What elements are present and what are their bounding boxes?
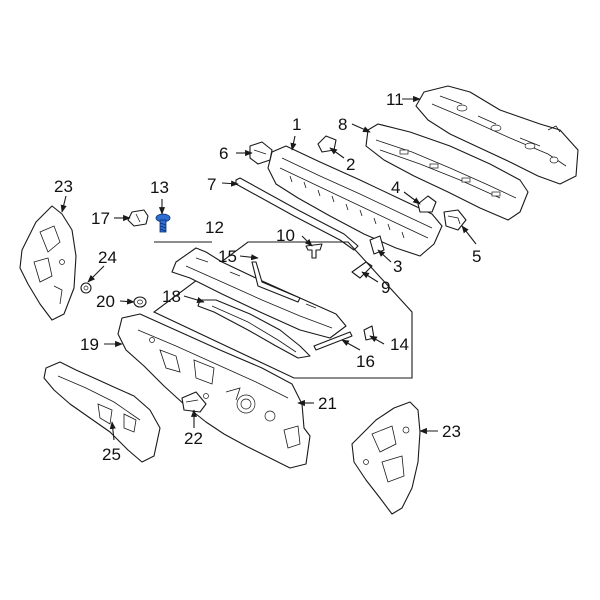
leader-lines: [60, 95, 477, 441]
label-18: 18: [162, 287, 181, 306]
part-17-bolt[interactable]: [127, 209, 149, 227]
part-12-cowl-panel-assembly[interactable]: [171, 247, 347, 339]
part-16-strip[interactable]: [313, 331, 353, 351]
part-5-plate[interactable]: [443, 209, 467, 231]
part-6-bracket[interactable]: [249, 141, 273, 165]
part-18-lower-seal[interactable]: [197, 299, 311, 359]
label-25: 25: [102, 445, 121, 464]
part-labels: 1 2 3 4 5 6 7 8 9 10 11 12 13 14 15 16 1…: [54, 90, 481, 464]
label-14: 14: [390, 335, 409, 354]
part-11-upper-cowl-panel[interactable]: [415, 85, 579, 185]
part-19-dash-panel[interactable]: [117, 313, 311, 469]
label-3: 3: [393, 257, 402, 276]
label-21: 21: [318, 394, 337, 413]
part-10-pin[interactable]: [305, 243, 323, 259]
part-22-insulator[interactable]: [181, 391, 207, 413]
part-13-screw-highlighted[interactable]: [155, 213, 171, 233]
label-9: 9: [381, 278, 390, 297]
part-2-clip[interactable]: [317, 135, 337, 153]
part-15-rod[interactable]: [251, 261, 301, 303]
part-24-washer[interactable]: [80, 282, 92, 294]
label-23a: 23: [54, 177, 73, 196]
label-1: 1: [292, 115, 301, 134]
part-25-dash-insulator[interactable]: [43, 361, 161, 463]
label-16: 16: [356, 352, 375, 371]
part-23-side-panel-left[interactable]: [19, 205, 77, 321]
label-17: 17: [91, 209, 110, 228]
callout-box-12: [152, 241, 413, 379]
label-7: 7: [207, 175, 216, 194]
label-22: 22: [184, 429, 203, 448]
label-11: 11: [386, 90, 404, 109]
part-9-clip[interactable]: [351, 261, 373, 279]
part-20-grommet[interactable]: [133, 296, 147, 308]
label-15: 15: [218, 247, 237, 266]
label-5: 5: [472, 247, 481, 266]
label-24: 24: [98, 248, 117, 267]
part-7-seal-strip[interactable]: [235, 177, 359, 251]
label-4: 4: [391, 178, 400, 197]
label-20: 20: [96, 292, 115, 311]
label-19: 19: [80, 335, 99, 354]
part-1-cowl-top-panel[interactable]: [267, 145, 443, 257]
label-6: 6: [219, 144, 228, 163]
label-23b: 23: [442, 422, 461, 441]
part-8-cowl-reinforcement[interactable]: [365, 123, 529, 221]
label-2: 2: [346, 155, 355, 174]
part-4-clip[interactable]: [417, 195, 437, 213]
label-13: 13: [150, 178, 169, 197]
label-10: 10: [276, 226, 295, 245]
label-8: 8: [338, 115, 347, 134]
part-23-side-panel-right[interactable]: [351, 401, 421, 515]
label-12: 12: [205, 218, 224, 237]
